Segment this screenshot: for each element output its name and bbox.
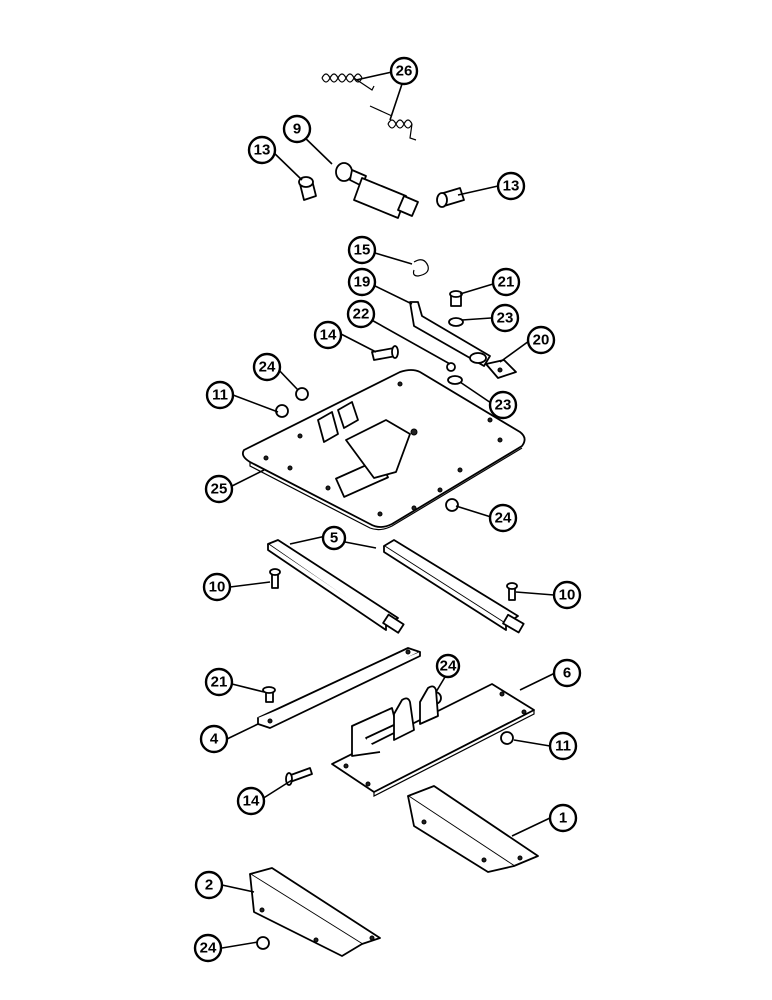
nut-24d	[256, 936, 270, 950]
pin-upper	[371, 345, 399, 361]
callout-label: 24	[440, 658, 457, 675]
callout-label: 13	[254, 142, 271, 159]
callout-24-plate: 24	[488, 503, 518, 533]
bolt-10-left	[269, 568, 281, 589]
callout-9: 9	[282, 114, 312, 144]
bracket-bar	[257, 647, 421, 729]
callout-label: 24	[200, 940, 217, 957]
callout-19: 19	[347, 267, 377, 297]
callout-label: 23	[497, 310, 514, 327]
spring-upper	[321, 73, 375, 91]
callout-13-left: 13	[247, 135, 277, 165]
callout-label: 11	[212, 387, 228, 404]
callout-24-bottom: 24	[193, 933, 223, 963]
callout-label: 15	[354, 242, 371, 259]
callout-label: 24	[259, 359, 276, 376]
callout-6: 6	[552, 658, 582, 688]
callout-label: 19	[354, 274, 371, 291]
washer-upper	[448, 317, 464, 327]
callout-label: 5	[330, 530, 338, 547]
pin-left	[298, 176, 317, 201]
clip	[412, 259, 429, 277]
lever	[409, 301, 491, 367]
pin-right	[436, 187, 465, 208]
callout-label: 4	[210, 731, 219, 748]
pin-lower	[285, 767, 313, 786]
callout-label: 9	[293, 121, 301, 138]
bolt-10-right	[506, 582, 518, 601]
callout-20: 20	[526, 325, 556, 355]
callout-21-lower: 21	[204, 667, 234, 697]
callout-4: 4	[199, 724, 229, 754]
callout-24-upper: 24	[252, 352, 282, 382]
spring-lower	[369, 105, 417, 141]
rail-right	[383, 539, 525, 634]
callout-25: 25	[204, 474, 234, 504]
callout-24-bracket: 24	[435, 653, 461, 679]
pad-hole	[497, 367, 503, 373]
callout-label: 13	[503, 178, 520, 195]
callout-label: 6	[563, 665, 571, 682]
nut-small	[446, 362, 456, 372]
callout-label: 14	[320, 327, 337, 344]
callout-label: 11	[555, 738, 571, 755]
callout-label: 14	[243, 793, 260, 810]
callout-label: 23	[495, 397, 512, 414]
callout-2: 2	[194, 870, 224, 900]
bolt-21-lower	[262, 686, 276, 703]
callout-label: 10	[559, 587, 576, 604]
callout-label: 21	[211, 674, 228, 691]
callout-11-upper: 11	[205, 380, 235, 410]
callout-5: 5	[321, 525, 347, 551]
callout-label: 26	[396, 63, 413, 80]
callout-label: 25	[211, 481, 228, 498]
callout-1: 1	[548, 803, 578, 833]
seat-plate	[241, 369, 526, 531]
callout-10-right: 10	[552, 580, 582, 610]
washer-lower	[447, 375, 463, 385]
callout-label: 10	[209, 579, 226, 596]
callout-22: 22	[346, 299, 376, 329]
callout-10-left: 10	[202, 572, 232, 602]
callout-21-upper: 21	[491, 267, 521, 297]
callout-26: 26	[389, 56, 419, 86]
nut-11b	[500, 731, 514, 745]
callout-14-lower: 14	[236, 786, 266, 816]
support-bracket-right	[407, 785, 539, 873]
nut-24a	[295, 387, 309, 401]
callout-15: 15	[347, 235, 377, 265]
callout-label: 24	[495, 510, 512, 527]
callout-13-right: 13	[496, 171, 526, 201]
callout-label: 1	[559, 810, 567, 827]
base-plate	[331, 683, 535, 797]
rail-left	[267, 539, 405, 634]
callout-label: 21	[498, 274, 515, 291]
callout-11-lower: 11	[548, 731, 578, 761]
callout-label: 22	[353, 306, 370, 323]
shock-absorber	[335, 162, 419, 219]
callout-label: 20	[533, 332, 550, 349]
support-bracket-left	[249, 867, 381, 957]
callout-label: 2	[205, 877, 213, 894]
nut-11a	[275, 404, 289, 418]
callout-14-upper: 14	[313, 320, 343, 350]
nut-24b	[445, 498, 459, 512]
callout-23-lower: 23	[488, 390, 518, 420]
callout-23-upper: 23	[490, 303, 520, 333]
